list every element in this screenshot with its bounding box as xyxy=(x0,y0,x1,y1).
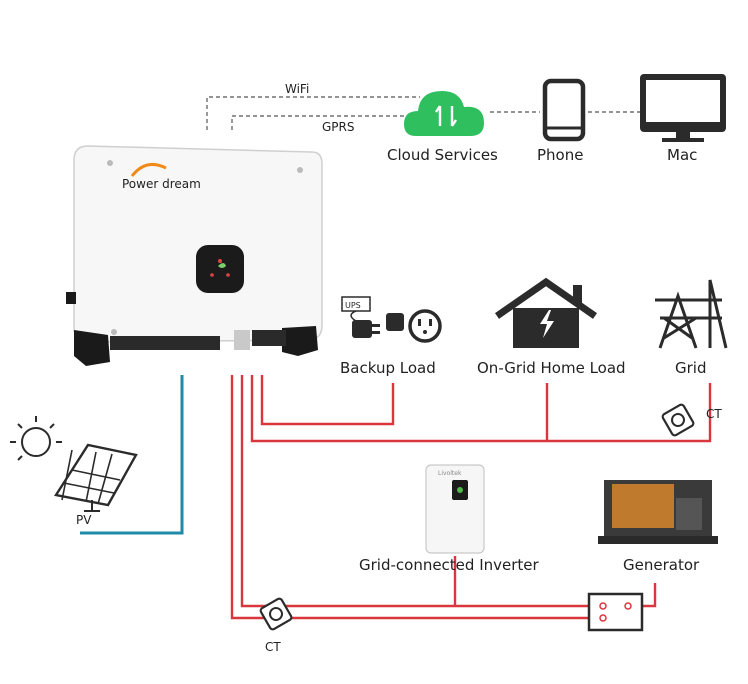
transfer-switch xyxy=(587,592,644,632)
generator-icon xyxy=(598,480,718,544)
svg-text:Livoltek: Livoltek xyxy=(438,470,462,477)
pv-line xyxy=(80,375,184,535)
grid-label: Grid xyxy=(675,359,707,377)
main-inverter: Power dream xyxy=(66,145,323,366)
wifi-link xyxy=(206,96,420,130)
solar-panel-icon xyxy=(54,443,138,512)
ac-lines xyxy=(230,375,712,620)
cloud-label: Cloud Services xyxy=(387,146,498,164)
ct-icon-grid xyxy=(661,403,695,437)
ct-bottom-label: CT xyxy=(265,640,281,654)
cloud-icon xyxy=(404,91,484,136)
phone-label: Phone xyxy=(537,146,584,164)
home-load-label: On-Grid Home Load xyxy=(477,359,626,377)
monitor-icon xyxy=(640,74,726,142)
sun-icon xyxy=(10,416,62,461)
grid-inverter-icon: Livoltek xyxy=(425,464,485,554)
phone-icon xyxy=(542,78,586,142)
backup-load-label: Backup Load xyxy=(340,359,436,377)
wifi-label: WiFi xyxy=(285,82,310,96)
gprs-label: GPRS xyxy=(322,120,355,134)
pv-label: PV xyxy=(76,513,92,527)
mac-label: Mac xyxy=(667,146,698,164)
house-icon xyxy=(495,277,597,348)
inverter-brand: Power dream xyxy=(122,177,201,191)
grid-inverter-label: Grid-connected Inverter xyxy=(359,556,539,574)
generator-label: Generator xyxy=(623,556,700,574)
gprs-link xyxy=(231,115,420,130)
svg-text:UPS: UPS xyxy=(345,301,361,310)
ct-icon-bottom xyxy=(259,597,293,631)
comm-links xyxy=(206,96,640,130)
ct-grid-label: CT xyxy=(706,407,722,421)
plug-icon: UPS xyxy=(341,296,442,343)
pylon-icon xyxy=(655,279,728,349)
